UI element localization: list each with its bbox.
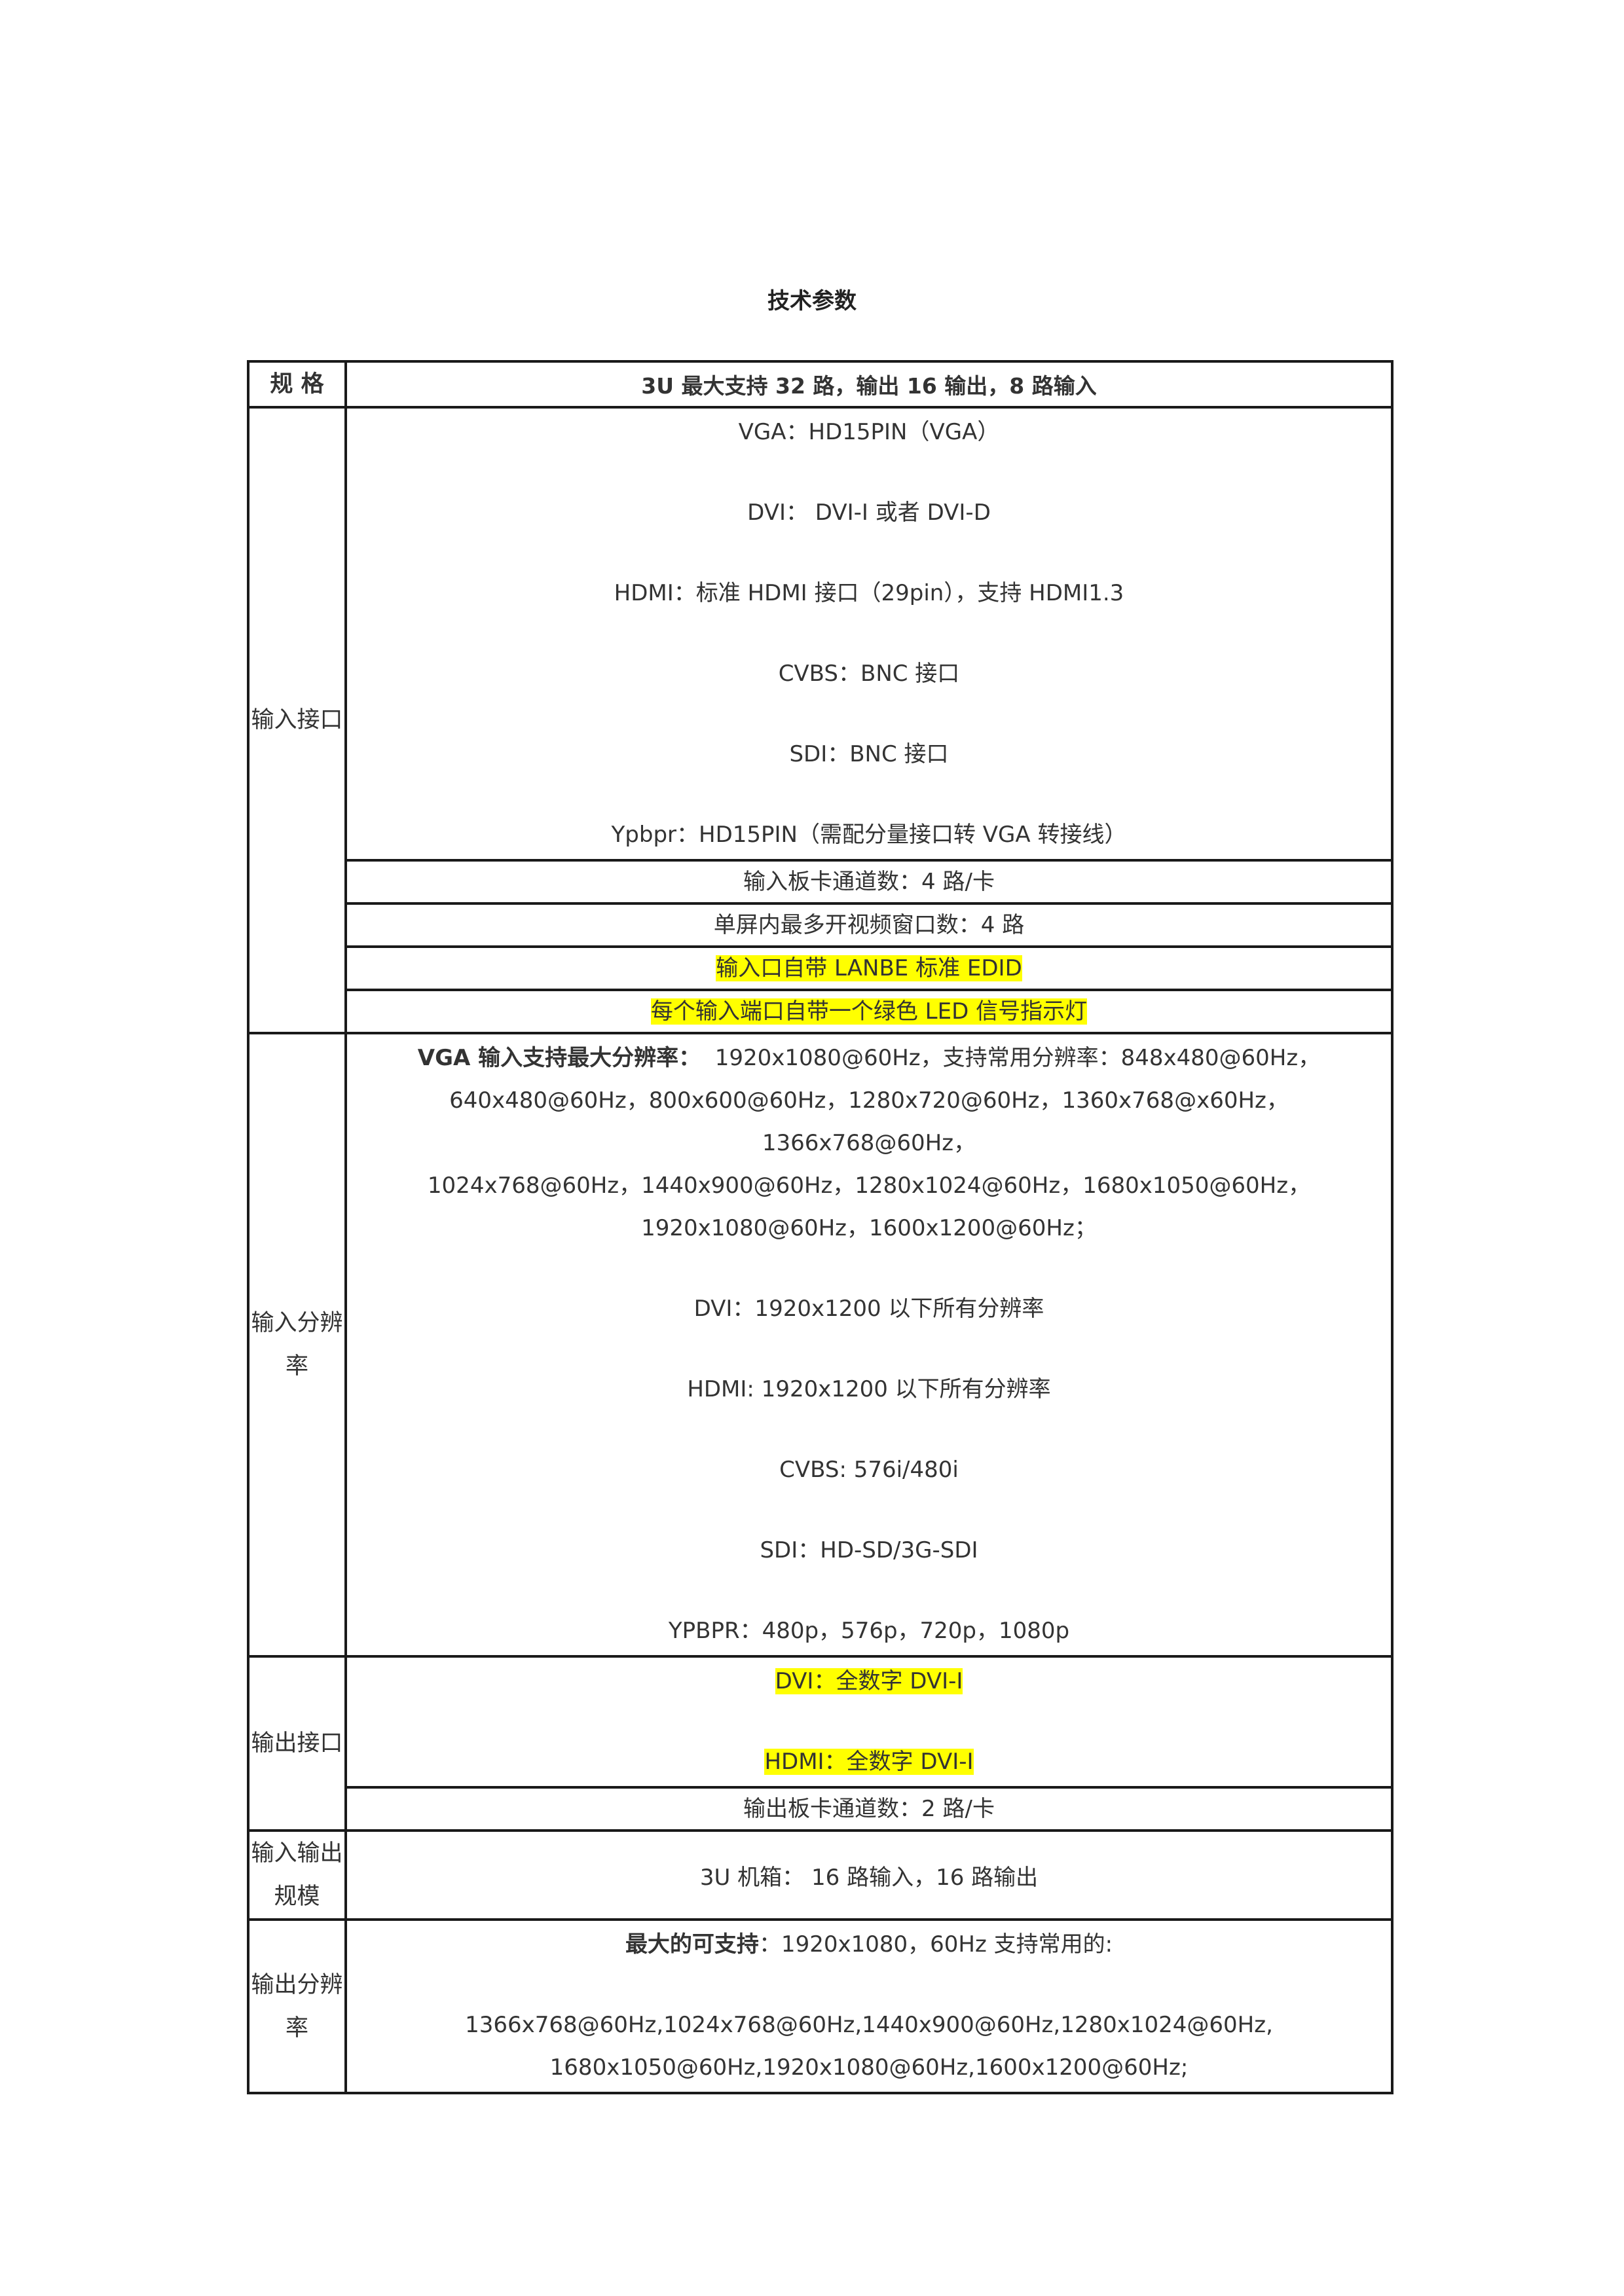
cvbs-resolution-line: CVBS: 576i/480i bbox=[779, 1457, 959, 1483]
ypbpr-resolution-line: YPBPR：480p，576p，720p，1080p bbox=[668, 1618, 1070, 1644]
max-windows-cell: 单屏内最多开视频窗口数：4 路 bbox=[344, 902, 1393, 948]
input-line-ypbpr: Ypbpr：HD15PIN（需配分量接口转 VGA 转接线） bbox=[611, 822, 1127, 848]
output-resolution-line: 1680x1050@60Hz,1920x1080@60Hz,1600x1200@… bbox=[549, 2054, 1189, 2081]
spec-value-header: 3U 最大支持 32 路，输出 16 输出，8 路输入 bbox=[344, 360, 1393, 409]
input-line-hdmi: HDMI：标准 HDMI 接口（29pin），支持 HDMI1.3 bbox=[614, 580, 1124, 606]
output-channels-cell: 输出板卡通道数：2 路/卡 bbox=[344, 1786, 1393, 1832]
io-scale-value: 3U 机箱： 16 路输入，16 路输出 bbox=[344, 1829, 1393, 1921]
hdmi-resolution-line: HDMI: 1920x1200 以下所有分辨率 bbox=[687, 1376, 1051, 1402]
output-interface-label: 输出接口 bbox=[247, 1655, 347, 1832]
input-resolution-list: VGA 输入支持最大分辨率： 1920x1080@60Hz，支持常用分辨率：84… bbox=[344, 1032, 1393, 1658]
led-indicator-cell: 每个输入端口自带一个绿色 LED 信号指示灯 bbox=[344, 989, 1393, 1034]
io-scale-label: 输入输出 规模 bbox=[247, 1829, 347, 1921]
vga-resolution-line: 1024x768@60Hz，1440x900@60Hz，1280x1024@60… bbox=[427, 1173, 1311, 1199]
spec-label-header: 规 格 bbox=[247, 360, 347, 409]
output-max-resolution-line: 最大的可支持：1920x1080，60Hz 支持常用的: bbox=[625, 1931, 1113, 1958]
table-row: 单屏内最多开视频窗口数：4 路 bbox=[248, 902, 1393, 948]
output-resolution-line: 1366x768@60Hz,1024x768@60Hz,1440x900@60H… bbox=[465, 2012, 1273, 2038]
output-resolution-row: 输出分辨 率 最大的可支持：1920x1080，60Hz 支持常用的: 1366… bbox=[247, 1918, 1393, 2094]
output-line-hdmi: HDMI：全数字 DVI-I bbox=[764, 1749, 974, 1775]
input-line-vga: VGA：HD15PIN（VGA） bbox=[738, 419, 1000, 445]
output-line-dvi: DVI：全数字 DVI-I bbox=[775, 1668, 963, 1694]
input-interface-list: VGA：HD15PIN（VGA） DVI： DVI-I 或者 DVI-D HDM… bbox=[344, 406, 1393, 862]
highlighted-text: 每个输入端口自带一个绿色 LED 信号指示灯 bbox=[650, 998, 1088, 1025]
output-resolution-list: 最大的可支持：1920x1080，60Hz 支持常用的: 1366x768@60… bbox=[344, 1918, 1393, 2094]
output-interface-list: DVI：全数字 DVI-I HDMI：全数字 DVI-I bbox=[344, 1655, 1393, 1789]
io-scale-row: 输入输出 规模 3U 机箱： 16 路输入，16 路输出 bbox=[247, 1829, 1393, 1921]
vga-resolution-line: 640x480@60Hz，800x600@60Hz，1280x720@60Hz，… bbox=[449, 1087, 1289, 1156]
spec-table: 规 格 3U 最大支持 32 路，输出 16 输出，8 路输入 输入接口 VGA… bbox=[247, 360, 1393, 2094]
highlighted-text: 输入口自带 LANBE 标准 EDID bbox=[716, 955, 1022, 981]
table-header-row: 规 格 3U 最大支持 32 路，输出 16 输出，8 路输入 bbox=[247, 360, 1393, 409]
input-line-cvbs: CVBS：BNC 接口 bbox=[778, 661, 960, 687]
output-interface-row: 输出接口 DVI：全数字 DVI-I HDMI：全数字 DVI-I bbox=[247, 1655, 1393, 1832]
input-resolution-row: 输入分辨 率 VGA 输入支持最大分辨率： 1920x1080@60Hz，支持常… bbox=[247, 1032, 1393, 1658]
input-line-dvi: DVI： DVI-I 或者 DVI-D bbox=[747, 500, 991, 526]
vga-resolution-line: VGA 输入支持最大分辨率： 1920x1080@60Hz，支持常用分辨率：84… bbox=[417, 1045, 1321, 1071]
table-row: 输出板卡通道数：2 路/卡 bbox=[248, 1786, 1393, 1832]
page-title: 技术参数 bbox=[767, 288, 857, 314]
input-resolution-label: 输入分辨 率 bbox=[247, 1032, 347, 1658]
vga-resolution-line: 1920x1080@60Hz，1600x1200@60Hz； bbox=[641, 1215, 1097, 1241]
input-interface-label: 输入接口 bbox=[247, 406, 347, 1034]
table-row: 输入口自带 LANBE 标准 EDID bbox=[248, 945, 1393, 991]
output-resolution-label: 输出分辨 率 bbox=[247, 1918, 347, 2094]
table-row: 输入板卡通道数：4 路/卡 bbox=[248, 859, 1393, 905]
input-interface-row: 输入接口 VGA：HD15PIN（VGA） DVI： DVI-I 或者 DVI-… bbox=[247, 406, 1393, 1034]
edid-cell: 输入口自带 LANBE 标准 EDID bbox=[344, 945, 1393, 991]
input-channels-cell: 输入板卡通道数：4 路/卡 bbox=[344, 859, 1393, 905]
input-line-sdi: SDI：BNC 接口 bbox=[789, 741, 949, 767]
table-row: 每个输入端口自带一个绿色 LED 信号指示灯 bbox=[248, 989, 1393, 1034]
sdi-resolution-line: SDI：HD-SD/3G-SDI bbox=[760, 1537, 978, 1563]
dvi-resolution-line: DVI：1920x1200 以下所有分辨率 bbox=[693, 1296, 1044, 1322]
